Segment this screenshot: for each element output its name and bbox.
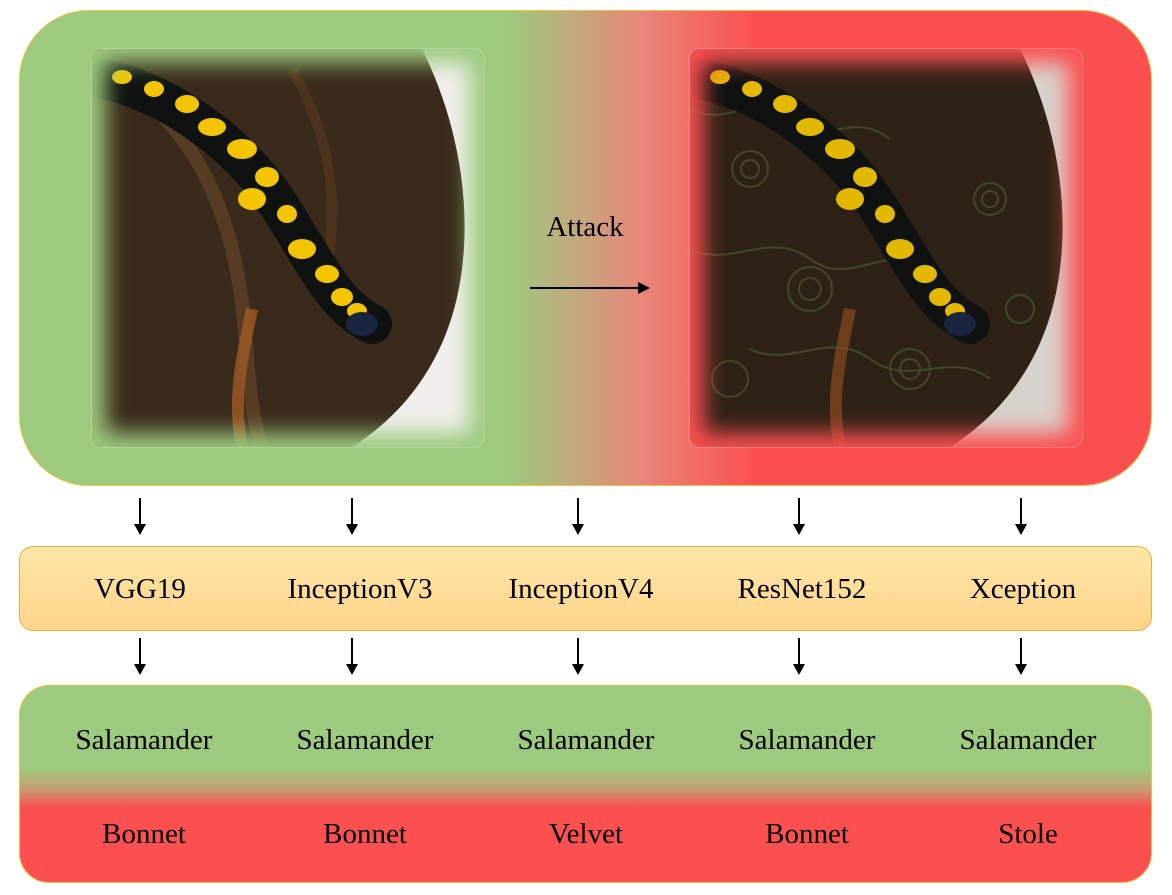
down-arrow-icon [346, 638, 358, 675]
clean-prediction: Salamander [517, 724, 655, 756]
clean-prediction: Salamander [296, 724, 434, 756]
attack-overview-panel: Attack [19, 10, 1152, 486]
adversarial-prediction: Bonnet [323, 818, 407, 850]
results-panel: Salamander Salamander Salamander Salaman… [19, 685, 1152, 883]
attack-arrow [530, 282, 650, 294]
adversarial-prediction: Velvet [548, 818, 624, 850]
adversarial-salamander-illustration [690, 49, 1082, 447]
model-label: VGG19 [94, 573, 186, 605]
model-label: Xception [969, 573, 1077, 605]
clean-prediction: Salamander [959, 724, 1097, 756]
model-label: InceptionV4 [508, 573, 654, 605]
adversarial-prediction: Bonnet [765, 818, 849, 850]
attack-label: Attack [546, 211, 624, 243]
down-arrow-icon [1015, 498, 1027, 535]
down-arrow-icon [793, 638, 805, 675]
model-label: ResNet152 [737, 573, 867, 605]
clean-prediction: Salamander [738, 724, 876, 756]
down-arrow-icon [134, 498, 146, 535]
clean-prediction: Salamander [75, 724, 213, 756]
down-arrow-icon [572, 638, 584, 675]
output-arrows [0, 638, 1172, 678]
model-label: InceptionV3 [287, 573, 433, 605]
down-arrow-icon [134, 638, 146, 675]
adversarial-prediction: Bonnet [102, 818, 186, 850]
down-arrow-icon [572, 498, 584, 535]
down-arrow-icon [793, 498, 805, 535]
original-salamander-illustration [92, 49, 484, 447]
adversarial-prediction: Stole [998, 818, 1058, 850]
original-image [92, 49, 484, 447]
models-panel: VGG19 InceptionV3 InceptionV4 ResNet152 … [19, 546, 1152, 631]
down-arrow-icon [1015, 638, 1027, 675]
down-arrow-icon [346, 498, 358, 535]
adversarial-image [690, 49, 1082, 447]
input-arrows [0, 498, 1172, 538]
